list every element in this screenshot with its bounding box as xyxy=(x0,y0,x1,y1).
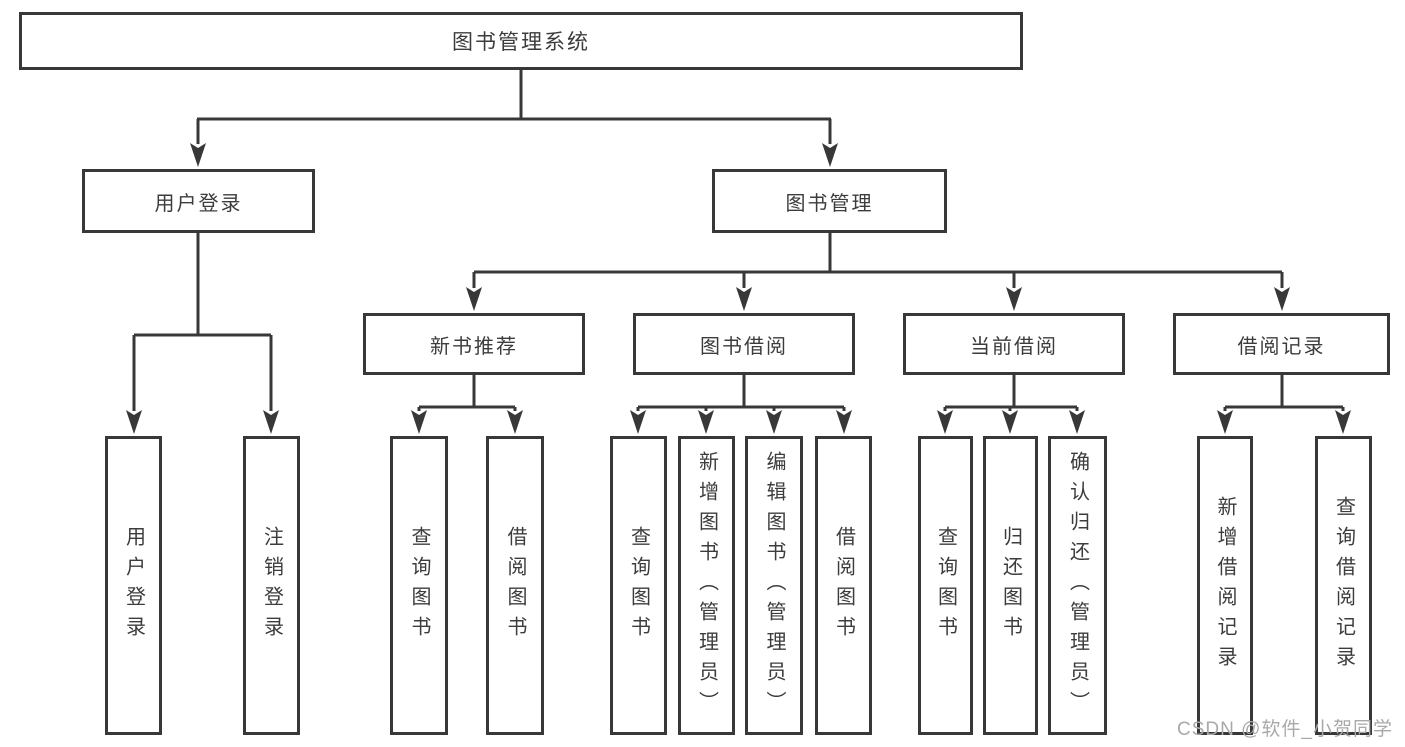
node-user-login: 用户登录 xyxy=(82,169,315,233)
leaf-user-login: 用户登录 xyxy=(105,436,162,735)
arrowhead-down-icon xyxy=(507,410,523,434)
node-book-borrow-label: 图书借阅 xyxy=(700,335,788,358)
leaf-add-borrow-record-label: 新增借阅记录 xyxy=(1214,495,1236,676)
leaf-confirm-return-admin: 确认归还（管理员） xyxy=(1048,436,1107,735)
arrowhead-down-icon xyxy=(822,143,838,167)
leaf-query-borrow-record-label: 查询借阅记录 xyxy=(1332,495,1355,676)
arrowhead-down-icon xyxy=(1274,287,1290,311)
arrowhead-down-icon xyxy=(698,410,714,434)
arrowhead-down-icon xyxy=(766,410,782,434)
arrowhead-down-icon xyxy=(836,410,852,434)
leaf-query-book-borrow-label: 查询图书 xyxy=(627,525,650,646)
node-book-management: 图书管理 xyxy=(712,169,947,233)
arrowhead-down-icon xyxy=(126,410,142,434)
leaf-query-borrow-record: 查询借阅记录 xyxy=(1315,436,1372,735)
node-library-system-label: 图书管理系统 xyxy=(452,31,590,54)
node-new-book-recommend: 新书推荐 xyxy=(363,313,585,375)
leaf-return-book-label: 归还图书 xyxy=(999,525,1022,646)
node-new-book-recommend-label: 新书推荐 xyxy=(430,335,518,358)
arrowhead-down-icon xyxy=(1217,410,1233,434)
node-borrow-records: 借阅记录 xyxy=(1173,313,1390,375)
node-library-system: 图书管理系统 xyxy=(19,12,1023,70)
leaf-query-book-recommend-label: 查询图书 xyxy=(408,525,430,646)
leaf-query-book-current: 查询图书 xyxy=(918,436,973,735)
leaf-user-login-label: 用户登录 xyxy=(122,525,145,646)
arrowhead-down-icon xyxy=(466,287,482,311)
arrowhead-down-icon xyxy=(263,410,279,434)
leaf-add-book-admin: 新增图书（管理员） xyxy=(678,436,735,735)
node-book-borrow: 图书借阅 xyxy=(633,313,855,375)
arrowhead-down-icon xyxy=(937,410,953,434)
leaf-logout-login-label: 注销登录 xyxy=(260,525,283,646)
node-current-borrow-label: 当前借阅 xyxy=(970,335,1058,358)
leaf-query-book-borrow: 查询图书 xyxy=(610,436,667,735)
leaf-logout-login: 注销登录 xyxy=(243,436,300,735)
arrowhead-down-icon xyxy=(736,287,752,311)
leaf-borrow-book-recommend: 借阅图书 xyxy=(486,436,544,735)
leaf-borrow-book: 借阅图书 xyxy=(815,436,872,735)
arrowhead-down-icon xyxy=(1006,287,1022,311)
arrowhead-down-icon xyxy=(411,410,427,434)
leaf-return-book: 归还图书 xyxy=(983,436,1038,735)
leaf-add-borrow-record: 新增借阅记录 xyxy=(1197,436,1253,735)
watermark: CSDN @软件_小贺同学 xyxy=(1177,719,1393,740)
arrowhead-down-icon xyxy=(1002,410,1018,434)
leaf-query-book-recommend: 查询图书 xyxy=(390,436,448,735)
node-user-login-label: 用户登录 xyxy=(154,192,243,215)
node-borrow-records-label: 借阅记录 xyxy=(1237,335,1326,358)
leaf-query-book-current-label: 查询图书 xyxy=(934,525,957,646)
arrowhead-down-icon xyxy=(1069,410,1085,434)
node-book-management-label: 图书管理 xyxy=(785,192,874,215)
leaf-borrow-book-recommend-label: 借阅图书 xyxy=(504,525,526,646)
leaf-edit-book-admin-label: 编辑图书（管理员） xyxy=(763,450,785,721)
arrowhead-down-icon xyxy=(190,143,206,167)
arrowhead-down-icon xyxy=(1335,410,1351,434)
arrowhead-down-icon xyxy=(630,410,646,434)
leaf-edit-book-admin: 编辑图书（管理员） xyxy=(745,436,803,735)
leaf-add-book-admin-label: 新增图书（管理员） xyxy=(695,450,718,721)
node-current-borrow: 当前借阅 xyxy=(903,313,1125,375)
leaf-confirm-return-admin-label: 确认归还（管理员） xyxy=(1066,450,1089,721)
leaf-borrow-book-label: 借阅图书 xyxy=(832,525,855,646)
